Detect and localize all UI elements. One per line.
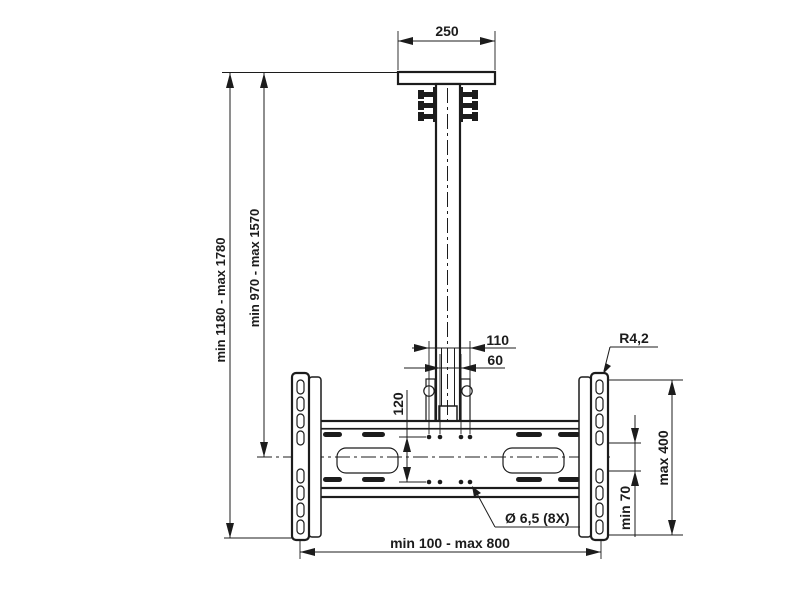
dim-overall-height-label: min 1180 - max 1780 bbox=[213, 237, 228, 362]
left-tv-bracket bbox=[290, 371, 322, 542]
dim-pole-height-label: min 970 - max 1570 bbox=[247, 209, 262, 328]
arrowhead-right bbox=[480, 37, 495, 45]
callout-corner-radius-label: R4,2 bbox=[619, 330, 649, 346]
right-bracket-strip bbox=[589, 371, 610, 542]
ceiling-plate bbox=[396, 70, 497, 86]
right-bracket-plate bbox=[578, 376, 592, 538]
plate-slots bbox=[323, 432, 580, 482]
dim-hole-span-inner-label: 60 bbox=[487, 352, 503, 368]
dim-hole-span-outer-label: 110 bbox=[486, 332, 509, 348]
dimension-overall-height: min 1180 - max 1780 bbox=[213, 73, 293, 539]
dimension-width-range: min 100 - max 800 bbox=[299, 535, 602, 559]
arrowhead-left bbox=[398, 37, 413, 45]
crossbar-cutout-right bbox=[502, 447, 565, 474]
dim-width-range-label: min 100 - max 800 bbox=[390, 535, 510, 551]
top-rail bbox=[315, 419, 585, 431]
mounting-holes bbox=[426, 434, 473, 485]
left-bracket-plate bbox=[308, 376, 322, 538]
dimension-pole-height: min 970 - max 1570 bbox=[247, 73, 268, 457]
dim-bracket-height-label: max 400 bbox=[655, 430, 671, 485]
dimension-hole-row-spacing: 120 bbox=[390, 390, 426, 483]
crossbar-cutout-left bbox=[336, 447, 399, 474]
dimension-bracket-height: max 400 bbox=[609, 379, 683, 536]
crossbar-assembly bbox=[308, 418, 592, 504]
right-bracket-slots bbox=[595, 379, 604, 535]
callout-corner-radius: R4,2 bbox=[603, 330, 658, 374]
bottom-rail bbox=[315, 486, 585, 499]
dimension-hole-span-inner: 60 bbox=[404, 352, 505, 434]
dim-hole-row-spacing-label: 120 bbox=[390, 392, 406, 416]
callout-hole-diameter: Ø 6,5 (8X) bbox=[472, 486, 580, 528]
callout-hole-diameter-label: Ø 6,5 (8X) bbox=[505, 510, 570, 526]
left-bracket-strip bbox=[290, 371, 311, 542]
dimension-hole-span-outer: 110 bbox=[412, 332, 516, 434]
dimension-plate-width: 250 bbox=[222, 23, 496, 73]
dimension-bracket-spacing: min 70 bbox=[609, 415, 641, 537]
clamp-ear-right bbox=[461, 385, 473, 397]
dim-bracket-spacing-label: min 70 bbox=[617, 486, 633, 531]
left-bracket-slots bbox=[296, 379, 305, 535]
right-tv-bracket bbox=[578, 371, 610, 542]
dim-plate-width-label: 250 bbox=[435, 23, 459, 39]
